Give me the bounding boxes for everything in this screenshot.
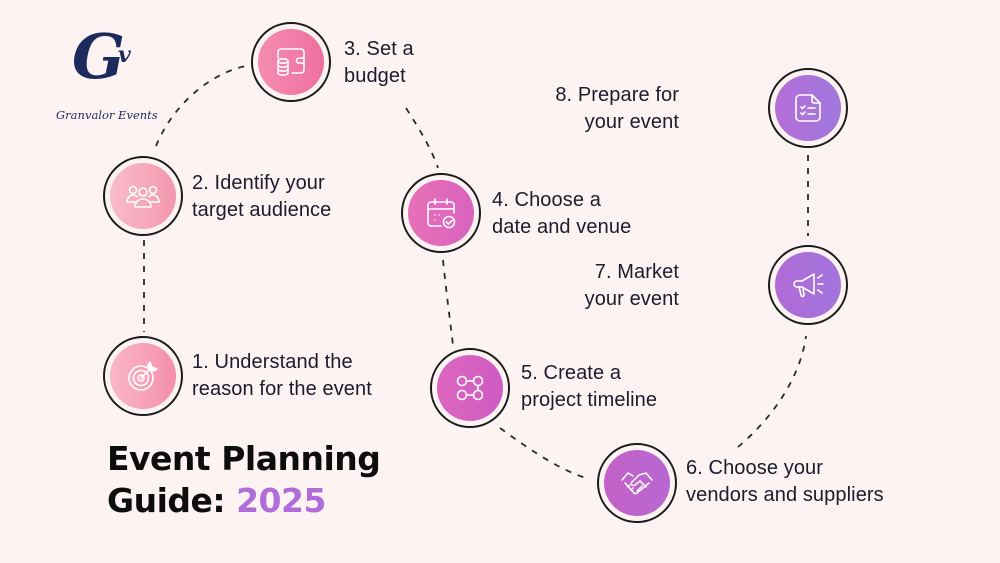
page-title: Event Planning Guide: 2025 xyxy=(107,438,381,522)
step-2-disc xyxy=(110,163,176,229)
step-1-disc xyxy=(110,343,176,409)
megaphone-icon xyxy=(793,273,824,298)
step-4-ring xyxy=(401,173,481,253)
step-3-title: 3. Set a xyxy=(344,38,414,60)
step-2-ring xyxy=(103,156,183,236)
step-5-subtitle: project timeline xyxy=(521,389,658,411)
step-2-title: 2. Identify your xyxy=(192,172,325,194)
step-6-disc xyxy=(604,450,670,516)
step-4-subtitle: date and venue xyxy=(492,216,632,238)
step-8-disc xyxy=(775,75,841,141)
step-8-ring xyxy=(768,68,848,148)
brand-logo: G v Granvalor Events xyxy=(48,26,168,126)
users-group-icon xyxy=(126,185,160,208)
step-6-title: 6. Choose your xyxy=(686,457,824,479)
step-3-ring xyxy=(251,22,331,102)
step-5-ring xyxy=(430,348,510,428)
step-8-title: 8. Prepare for xyxy=(555,84,679,106)
title-year: 2025 xyxy=(236,481,326,520)
step-6-subtitle: vendors and suppliers xyxy=(686,484,884,506)
logo-monogram-v: v xyxy=(118,42,131,68)
calendar-check-icon xyxy=(427,198,456,229)
step-6-ring xyxy=(597,443,677,523)
handshake-icon xyxy=(621,472,653,495)
checklist-document-icon xyxy=(795,94,821,122)
step-7-disc xyxy=(775,252,841,318)
step-4-title: 4. Choose a xyxy=(492,189,601,211)
title-line-2: Guide: 2025 xyxy=(107,480,380,522)
step-3-disc xyxy=(258,29,324,95)
step-8-subtitle: your event xyxy=(584,111,679,133)
target-icon xyxy=(128,361,158,391)
step-1-ring xyxy=(103,336,183,416)
title-line-1: Event Planning xyxy=(107,439,381,478)
timeline-nodes-icon xyxy=(456,375,484,401)
step-5-title: 5. Create a xyxy=(521,362,622,384)
step-2-subtitle: target audience xyxy=(192,199,332,221)
step-4-disc xyxy=(408,180,474,246)
step-1-title: 1. Understand the xyxy=(192,351,353,373)
step-5-disc xyxy=(437,355,503,421)
wallet-coins-icon xyxy=(277,48,305,76)
step-7-subtitle: your event xyxy=(584,288,679,310)
step-1-subtitle: reason for the event xyxy=(192,378,372,400)
brand-name: Granvalor Events xyxy=(56,108,158,122)
step-7-title: 7. Market xyxy=(594,261,679,283)
step-7-ring xyxy=(768,245,848,325)
logo-monogram: G xyxy=(72,20,125,93)
title-prefix: Guide: xyxy=(107,481,237,520)
step-3-subtitle: budget xyxy=(344,65,406,87)
